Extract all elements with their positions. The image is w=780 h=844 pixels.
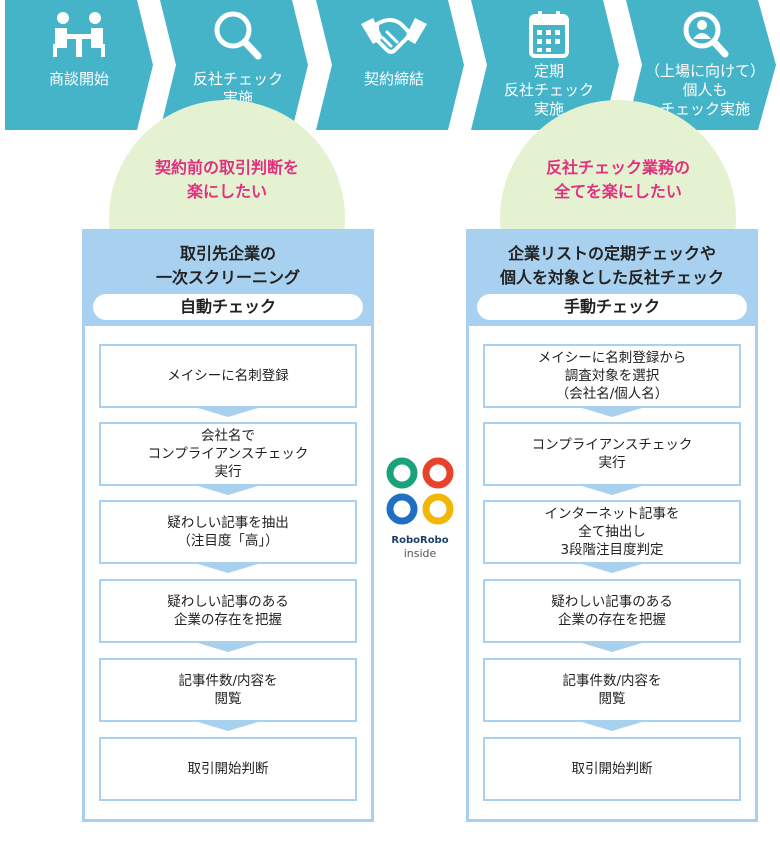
goal-text-left: 契約前の取引判断を 楽にしたい [154, 158, 299, 201]
flow-box: 取引開始判断 [483, 737, 741, 801]
column-title: 企業リストの定期チェックや 個人を対象とした反社チェック [499, 244, 724, 287]
step-label: 定期 反社チェック 実施 [503, 62, 594, 118]
column-header: 企業リストの定期チェックや 個人を対象とした反社チェック 手動チェック [469, 232, 755, 326]
flow-arrow [582, 408, 642, 417]
flow-arrow [582, 722, 642, 731]
calendar-icon [529, 11, 569, 58]
flow-box: 会社名で コンプライアンスチェック 実行 [99, 422, 357, 486]
flow-box: メイシーに名刺登録から 調査対象を選択 （会社名/個人名） [483, 344, 741, 408]
logo-sub-text: inside [403, 547, 437, 560]
flow-box: 記事件数/内容を 閲覧 [483, 658, 741, 722]
flow-arrow [198, 564, 258, 573]
flow-arrow [198, 722, 258, 731]
meeting-icon [53, 12, 105, 57]
flow-arrow [198, 408, 258, 417]
column-mode-pill: 手動チェック [477, 294, 747, 320]
flow-arrow [582, 643, 642, 652]
flow-box: メイシーに名刺登録 [99, 344, 357, 408]
step-label: 商談開始 [48, 70, 109, 88]
logo-brand-text: RoboRobo [391, 535, 449, 546]
handshake-icon [361, 18, 427, 54]
column-manual-check: 企業リストの定期チェックや 個人を対象とした反社チェック 手動チェック メイシー… [466, 229, 758, 822]
step-contract: 契約締結 [316, 0, 464, 130]
flow-box: インターネット記事を 全て抽出し 3段階注目度判定 [483, 500, 741, 564]
column-auto-check: 取引先企業の 一次スクリーニング 自動チェック メイシーに名刺登録 会社名で コ… [82, 229, 374, 822]
flow-box: 疑わしい記事のある 企業の存在を把握 [99, 579, 357, 643]
roborobo-rings-icon [386, 457, 454, 525]
step-label: 契約締結 [363, 70, 424, 88]
column-title: 取引先企業の 一次スクリーニング [155, 244, 300, 287]
goal-text-right: 反社チェック業務の 全てを楽にしたい [545, 158, 690, 201]
magnifier-icon [214, 11, 262, 60]
flow-arrow [582, 486, 642, 495]
column-mode-pill: 自動チェック [93, 294, 363, 320]
flow-box: コンプライアンスチェック 実行 [483, 422, 741, 486]
step-meeting-start: 商談開始 [5, 0, 153, 130]
flow-arrow [582, 564, 642, 573]
step-label: （上場に向けて） 個人も チェック実施 [644, 62, 765, 118]
flow-box: 取引開始判断 [99, 737, 357, 801]
flow-arrow [198, 643, 258, 652]
flow-box: 疑わしい記事を抽出 （注目度「高」） [99, 500, 357, 564]
flow-box: 記事件数/内容を 閲覧 [99, 658, 357, 722]
person-search-icon [683, 11, 729, 58]
roborobo-logo: RoboRobo inside [380, 455, 460, 560]
column-header: 取引先企業の 一次スクリーニング 自動チェック [85, 232, 371, 326]
flow-arrow [198, 486, 258, 495]
flow-box: 疑わしい記事のある 企業の存在を把握 [483, 579, 741, 643]
